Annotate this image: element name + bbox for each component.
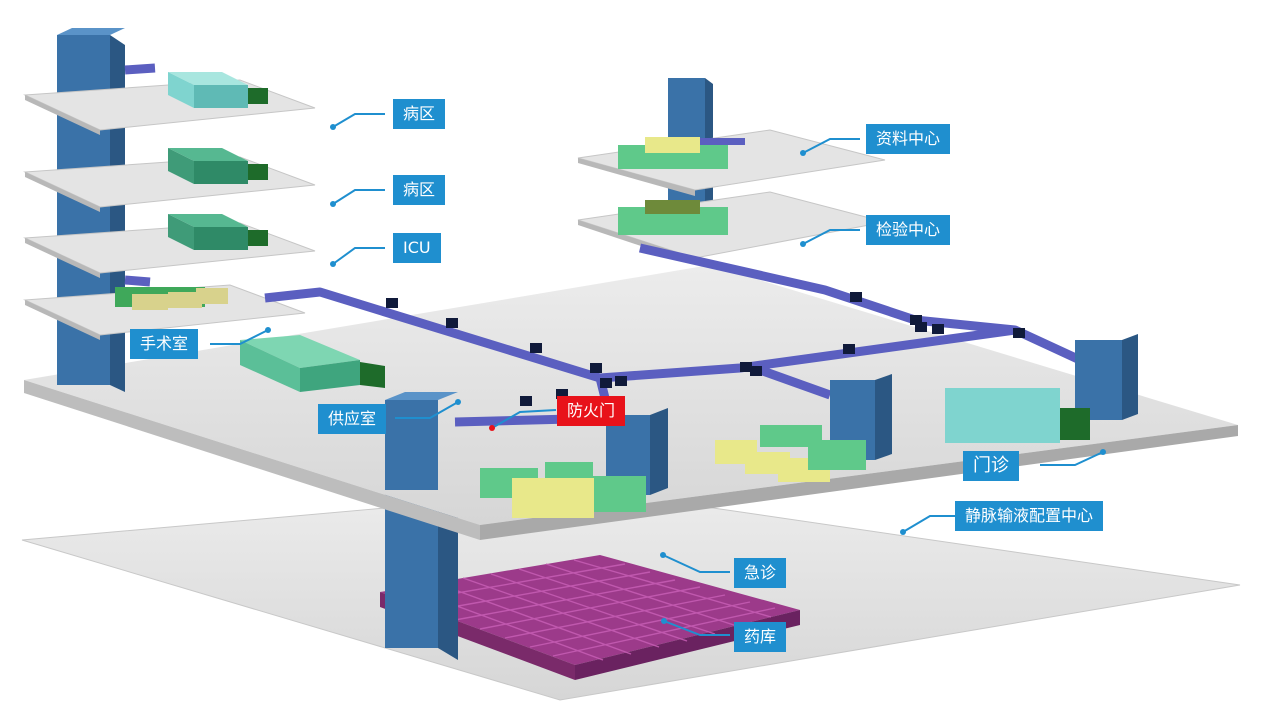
left-tower [57,28,125,392]
label-operating-room: 手术室 [130,329,199,359]
ward-equipment [115,72,268,310]
label-iv-center: 静脉输液配置中心 [955,501,1104,531]
label-fire-door: 防火门 [557,396,626,426]
label-ward-top: 病区 [393,99,446,129]
label-outpatient: 门诊 [963,451,1019,481]
leader-lines [210,113,1104,636]
pipe-stations [386,292,1025,406]
label-icu: ICU [393,233,441,263]
label-lab-center: 检验中心 [866,215,951,245]
right-upper-building [577,78,886,264]
main-floor [24,265,1238,525]
label-pharmacy: 药库 [734,622,787,652]
label-supply-room: 供应室 [318,404,387,434]
ground-equipment [240,335,1090,518]
label-ward-2: 病区 [393,175,446,205]
label-data-center: 资料中心 [866,124,951,154]
leader-dots [265,124,1106,624]
label-emergency: 急诊 [734,558,787,588]
